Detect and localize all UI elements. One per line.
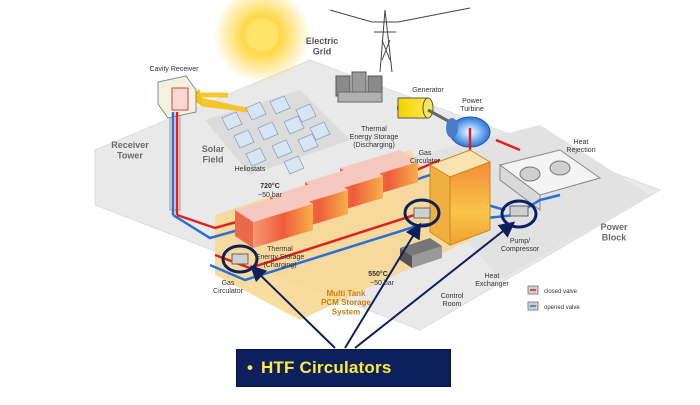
receiver-tower [157, 75, 197, 211]
label-line: Heat [574, 139, 589, 146]
label-line: closed valve [544, 289, 578, 295]
label-line: Gas [222, 280, 235, 287]
label-line: Solar [202, 144, 225, 154]
label-line: Energy Storage [350, 134, 399, 141]
label-line: Pump/ [510, 238, 530, 245]
gas-circulator-icon-top [413, 207, 431, 219]
label-line: Gas [419, 150, 432, 157]
heat-exchanger-icon [428, 149, 492, 246]
label-line: (Charging) [263, 262, 296, 269]
label-line: Thermal [267, 246, 293, 253]
label-line: Grid [313, 46, 332, 56]
label-line: Exchanger [475, 281, 509, 288]
label-line: Multi Tank [327, 289, 367, 298]
callout-bullet: • [247, 358, 253, 377]
label-line: Cavity Receiver [149, 66, 199, 73]
label-line: Control [441, 293, 464, 300]
sun-icon [214, 0, 310, 83]
legend-opened-valve: opened valve [544, 305, 580, 311]
storage-tank-icon [235, 150, 418, 248]
label-line: Generator [412, 87, 444, 94]
label-line: 720°C [260, 182, 280, 190]
label-line: Turbine [460, 106, 484, 113]
label-line: (Discharging) [353, 142, 395, 149]
label-pressure-bottom: ~50 bar [370, 280, 395, 287]
label-line: opened valve [544, 305, 580, 311]
legend-closed-valve: closed valve [544, 289, 578, 295]
label-line: Heliostats [235, 166, 266, 173]
label-temp-550: 550°C [368, 270, 388, 278]
label-line: Block [602, 232, 628, 242]
label-line: PCM Storage [321, 298, 371, 307]
storage-pad [215, 150, 470, 320]
label-line: 550°C [368, 270, 388, 278]
label-line: Power [600, 222, 628, 232]
valve-legend [527, 285, 539, 311]
label-line: ~50 bar [258, 192, 283, 199]
label-line: System [332, 307, 360, 316]
label-line: Tower [117, 150, 143, 160]
callout-text: HTF Circulators [260, 358, 392, 377]
label-line: Energy Storage [256, 254, 305, 261]
label-cavity-receiver: Cavity Receiver [149, 66, 199, 73]
label-line: Rejection [566, 147, 595, 154]
label-line: Circulator [410, 158, 441, 165]
label-pressure-top: ~50 bar [258, 192, 283, 199]
transformer-icon [335, 71, 383, 103]
label-pump-compressor: Pump/Compressor [501, 238, 540, 253]
label-heliostats: Heliostats [235, 166, 266, 173]
label-line: Receiver [111, 140, 149, 150]
label-line: Circulator [213, 288, 244, 295]
htf-circulators-callout: • HTF Circulators [236, 349, 451, 387]
generator-icon [397, 97, 434, 119]
label-temp-720: 720°C [260, 182, 280, 190]
label-generator: Generator [412, 87, 444, 94]
transmission-tower-icon [329, 7, 471, 73]
callout-arrows [250, 221, 516, 349]
label-line: Room [443, 301, 462, 308]
label-line: Electric [306, 36, 339, 46]
pump-compressor-icon [509, 205, 529, 217]
label-line: Compressor [501, 246, 540, 253]
circulator-highlight-circles [221, 198, 538, 274]
heliostat-icon [221, 95, 331, 175]
label-line: Heat [485, 273, 500, 280]
label-line: ~50 bar [370, 280, 395, 287]
fan-icon [498, 149, 602, 211]
gas-circulator-icon-bottom [231, 253, 249, 265]
label-line: Thermal [361, 126, 387, 133]
label-line: Field [202, 154, 223, 164]
label-line: Power [462, 98, 483, 105]
